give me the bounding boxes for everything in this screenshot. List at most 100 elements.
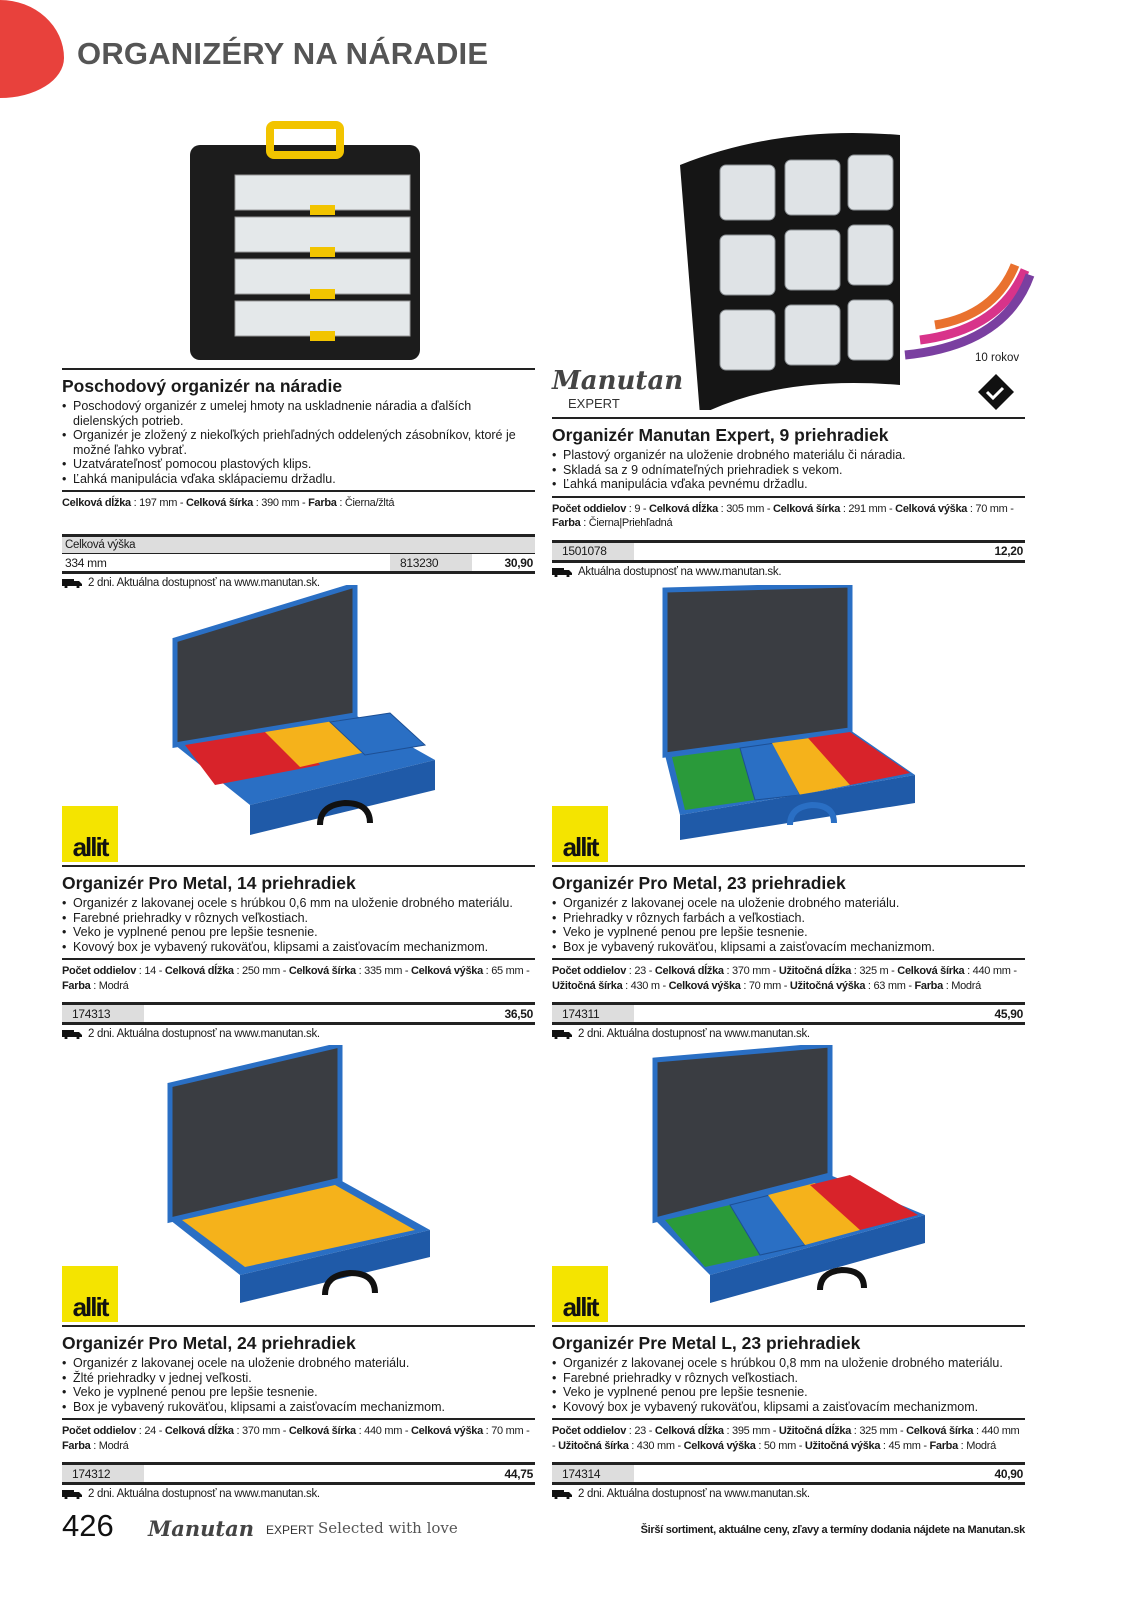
attribute-value: 334 mm — [65, 555, 107, 570]
product-title[interactable]: Organizér Pro Metal, 23 priehradiek — [552, 865, 1025, 894]
page-title: ORGANIZÉRY NA NÁRADIE — [77, 36, 489, 71]
feature-item: Organizér z lakovanej ocele na uloženie … — [552, 896, 1025, 911]
product-image-pro-metal-14 — [172, 585, 435, 835]
availability: 2 dni. Aktuálna dostupnosť na www.manuta… — [552, 1488, 1025, 1500]
page-number: 426 — [62, 1508, 114, 1543]
spec-line: Počet oddielov : 14 - Celková dĺžka : 25… — [62, 958, 535, 994]
availability: 2 dni. Aktuálna dostupnosť na www.manuta… — [62, 1488, 535, 1500]
price-row[interactable]: 1501078 12,20 — [552, 542, 1025, 563]
spec-label: Počet oddielov — [552, 502, 627, 515]
product-code[interactable]: 1501078 — [552, 542, 634, 560]
spec-label: Celková šírka — [185, 497, 254, 509]
price-table: 1501078 12,20 — [552, 539, 1025, 563]
feature-item: Ľahká manipulácia vďaka sklápaciemu drža… — [62, 472, 535, 487]
product-image-stacked-organizer — [190, 121, 420, 360]
feature-list: Organizér z lakovanej ocele s hrúbkou 0,… — [552, 1356, 1025, 1414]
spec-value: 305 mm — [726, 502, 765, 515]
product-code[interactable]: 174311 — [552, 1005, 634, 1022]
spec-label: Farba — [929, 1439, 958, 1452]
spec-value: 63 mm — [873, 979, 906, 992]
spec-value: 23 — [634, 965, 646, 977]
price-table: 174314 40,90 — [552, 1462, 1025, 1485]
spec-value: 430 mm — [636, 1439, 675, 1452]
price-row[interactable]: 174314 40,90 — [552, 1465, 1025, 1485]
product-title[interactable]: Organizér Pro Metal, 24 priehradiek — [62, 1325, 535, 1354]
feature-list: Organizér z lakovanej ocele na uloženie … — [62, 1356, 535, 1414]
spec-label: Celková šírka — [288, 965, 356, 977]
product-card: Organizér Pro Metal, 24 priehradiekOrgan… — [62, 1325, 535, 1500]
spec-label: Farba — [62, 979, 91, 992]
product-card: Organizér Pro Metal, 14 priehradiekOrgan… — [62, 865, 535, 1040]
delivery-truck-icon — [62, 578, 82, 589]
footer-link[interactable]: Manutan.sk — [967, 1524, 1025, 1536]
warranty-label: 10 rokov — [975, 352, 1020, 364]
price-table-header: Celková výška — [62, 537, 535, 554]
feature-item: Veko je vyplnené penou pre lepšie tesnen… — [62, 925, 535, 940]
product-price: 36,50 — [504, 1006, 533, 1021]
spec-label: Počet oddielov — [552, 1425, 627, 1437]
footer-tagline: Selected with love — [318, 1519, 458, 1537]
feature-list: Poschodový organizér z umelej hmoty na u… — [62, 399, 535, 486]
product-title[interactable]: Poschodový organizér na náradie — [62, 368, 535, 397]
product-code[interactable]: 174313 — [62, 1005, 144, 1022]
spec-label: Užitočná výška — [789, 979, 866, 992]
price-row[interactable]: 174313 36,50 — [62, 1005, 535, 1025]
spec-value: 23 — [634, 1425, 646, 1437]
spec-label: Farba — [914, 979, 943, 992]
spec-label: Celková výška — [895, 502, 968, 515]
spec-value: Modrá — [98, 1439, 129, 1452]
product-price: 45,90 — [994, 1006, 1023, 1021]
availability-text: 2 dni. Aktuálna dostupnosť na www.manuta… — [88, 1028, 320, 1040]
product-title[interactable]: Organizér Pro Metal, 14 priehradiek — [62, 865, 535, 894]
spec-label: Užitočná dĺžka — [778, 965, 852, 977]
price-table: 174313 36,50 — [62, 1002, 535, 1025]
product-code[interactable]: 174314 — [552, 1465, 634, 1482]
spec-label: Farba — [62, 1439, 91, 1452]
price-row[interactable]: 174311 45,90 — [552, 1005, 1025, 1025]
manutan-expert-logo: Manutan EXPERT — [552, 366, 684, 411]
allit-logo: allit — [62, 806, 118, 862]
spec-label: Počet oddielov — [62, 965, 137, 977]
price-row[interactable]: 174312 44,75 — [62, 1465, 535, 1485]
product-image-pro-metal-24 — [167, 1045, 430, 1303]
delivery-truck-icon — [552, 567, 572, 577]
product-price: 44,75 — [504, 1466, 533, 1481]
product-title[interactable]: Organizér Pre Metal L, 23 priehradiek — [552, 1325, 1025, 1354]
spec-label: Celková dĺžka — [164, 1425, 234, 1437]
availability-text: 2 dni. Aktuálna dostupnosť na www.manuta… — [578, 1028, 810, 1040]
product-price: 12,20 — [994, 544, 1023, 558]
price-table: 174311 45,90 — [552, 1002, 1025, 1025]
product-code[interactable]: 813230 — [390, 554, 472, 571]
spec-label: Počet oddielov — [62, 1425, 137, 1437]
product-card: Organizér Manutan Expert, 9 priehradiekP… — [552, 417, 1025, 578]
availability-text: 2 dni. Aktuálna dostupnosť na www.manuta… — [88, 1488, 320, 1500]
spec-label: Celková výška — [410, 1425, 483, 1437]
spec-label: Celková výška — [668, 979, 741, 992]
feature-item: Organizér je zložený z niekoľkých priehľ… — [62, 428, 535, 457]
spec-value: 197 mm — [139, 497, 178, 509]
product-code[interactable]: 174312 — [62, 1465, 144, 1482]
footer-brand-logo: Manutan — [148, 1516, 254, 1541]
handshake-icon — [978, 374, 1014, 410]
spec-value: 440 mm — [972, 965, 1011, 977]
product-title[interactable]: Organizér Manutan Expert, 9 priehradiek — [552, 417, 1025, 446]
spec-value: 70 mm — [748, 979, 781, 992]
feature-item: Veko je vyplnené penou pre lepšie tesnen… — [62, 1385, 535, 1400]
product-image-pre-metal-l-23 — [652, 1045, 925, 1303]
spec-label: Užitočná výška — [804, 1439, 881, 1452]
feature-list: Organizér z lakovanej ocele s hrúbkou 0,… — [62, 896, 535, 954]
availability-text: Aktuálna dostupnosť na www.manutan.sk. — [578, 565, 782, 578]
feature-item: Ľahká manipulácia vďaka pevnému držadlu. — [552, 477, 1025, 492]
spec-label: Celková dĺžka — [164, 965, 234, 977]
product-card: Poschodový organizér na náradiePoschodov… — [62, 368, 535, 589]
spec-value: Modrá — [966, 1439, 996, 1452]
spec-label: Farba — [552, 517, 581, 529]
spec-line: Počet oddielov : 23 - Celková dĺžka : 39… — [552, 1418, 1025, 1454]
spec-line: Počet oddielov : 23 - Celková dĺžka : 37… — [552, 958, 1025, 994]
availability-text: 2 dni. Aktuálna dostupnosť na www.manuta… — [578, 1488, 810, 1500]
spec-label: Užitočná dĺžka — [778, 1425, 852, 1437]
spec-label: Celková šírka — [906, 1425, 974, 1437]
feature-item: Farebné priehradky v rôznych veľkostiach… — [552, 1371, 1025, 1386]
product-price: 40,90 — [994, 1466, 1023, 1481]
